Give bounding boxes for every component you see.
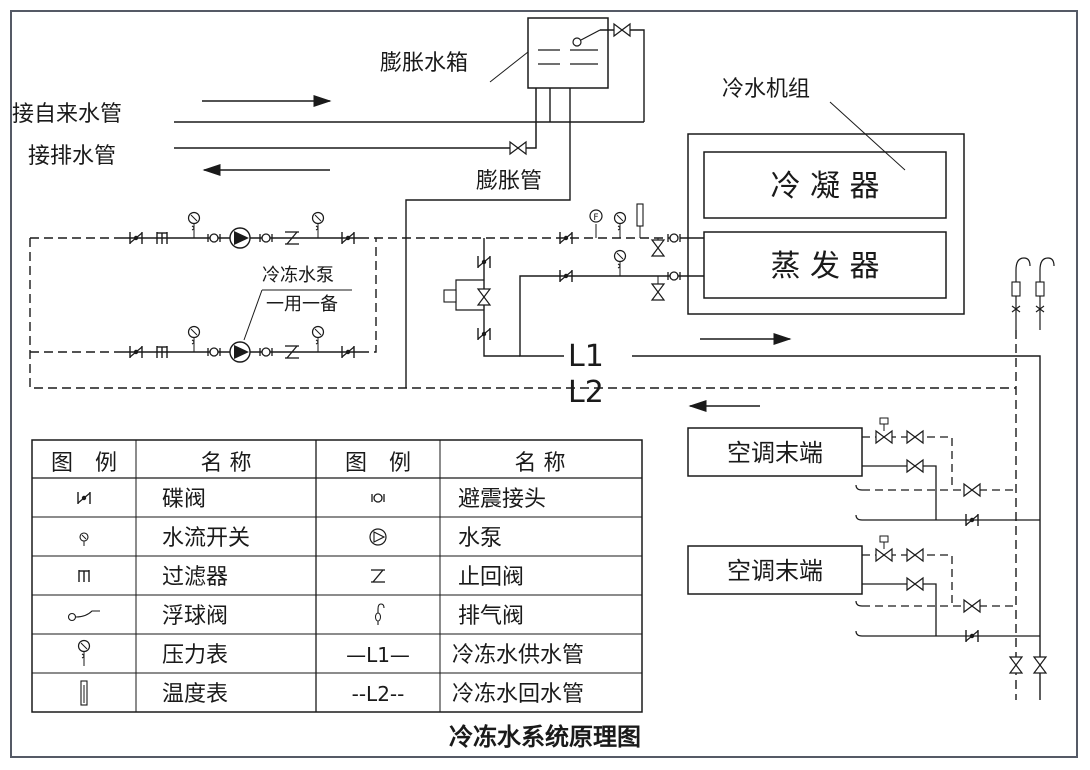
expansion-pipe-label: 膨胀管 [476, 169, 542, 194]
pump-row-2 [120, 325, 360, 363]
pump-label-2: 一用一备 [266, 294, 338, 315]
chiller-unit [687, 133, 965, 315]
chiller-leader [829, 101, 906, 171]
legend-name-pressure-gauge: 压力表 [162, 643, 228, 668]
diagram-caption: 冷冻水系统原理图 [449, 723, 641, 751]
legend-header-symbol-1: 图 例 [51, 451, 117, 476]
tank-leader [489, 51, 529, 83]
legend-name-supply-pipe: 冷冻水供水管 [452, 643, 584, 668]
svg-text:F: F [593, 213, 598, 223]
legend-name-thermometer: 温度表 [162, 682, 228, 707]
terminal-2-label: 空调末端 [727, 557, 823, 585]
terminal-2 [687, 535, 1040, 643]
l1-label: L1 [568, 339, 604, 374]
legend-name-return-pipe: 冷冻水回水管 [452, 682, 584, 707]
legend-name-air-vent: 排气阀 [458, 604, 524, 629]
legend-header-name-2: 名 称 [515, 451, 566, 476]
pump-leader [243, 289, 263, 341]
tap-water-label: 接自来水管 [12, 102, 122, 127]
legend-name-check-valve: 止回阀 [458, 565, 524, 590]
riser-bottom-valves [1009, 656, 1047, 674]
drain-label: 接排水管 [28, 144, 116, 169]
drain-pipe [174, 88, 537, 176]
legend-name-float-valve: 浮球阀 [162, 604, 228, 629]
legend-name-butterfly-valve: 碟阀 [162, 487, 206, 512]
legend-table [31, 439, 643, 713]
tap-water-pipe [174, 88, 644, 123]
l2-label: L2 [568, 375, 604, 410]
legend-name-filter: 过滤器 [162, 565, 228, 590]
terminal-1-label: 空调末端 [727, 439, 823, 467]
legend-name-flow-switch: 水流开关 [162, 526, 250, 551]
terminal-1 [687, 417, 1040, 527]
legend-symbol-l2: --L2-- [352, 682, 405, 706]
chiller-supply-fittings [519, 249, 1041, 700]
evaporator-label: 蒸 发 器 [770, 249, 879, 284]
bypass-valve-assembly [443, 238, 520, 357]
expansion-tank-label: 膨胀水箱 [380, 51, 468, 76]
float-valve-inlet [600, 23, 645, 122]
legend-header-symbol-2: 图 例 [345, 451, 411, 476]
diagram-frame [10, 10, 1078, 758]
expansion-tank [527, 17, 609, 89]
expansion-pipe [405, 88, 571, 388]
pump-label-1: 冷冻水泵 [262, 265, 334, 286]
legend-name-flex-joint: 避震接头 [458, 487, 546, 512]
pump-loop-return [29, 237, 1016, 389]
legend-symbol-l1: —L1— [346, 643, 410, 667]
pump-row-1 [120, 211, 360, 249]
riser-vents [1011, 257, 1055, 331]
legend-header-name-1: 名 称 [201, 451, 252, 476]
condenser-label: 冷 凝 器 [770, 169, 879, 204]
legend-name-pump: 水泵 [458, 526, 502, 551]
chiller-label: 冷水机组 [722, 77, 810, 102]
chiller-return-fittings: F [559, 203, 704, 257]
